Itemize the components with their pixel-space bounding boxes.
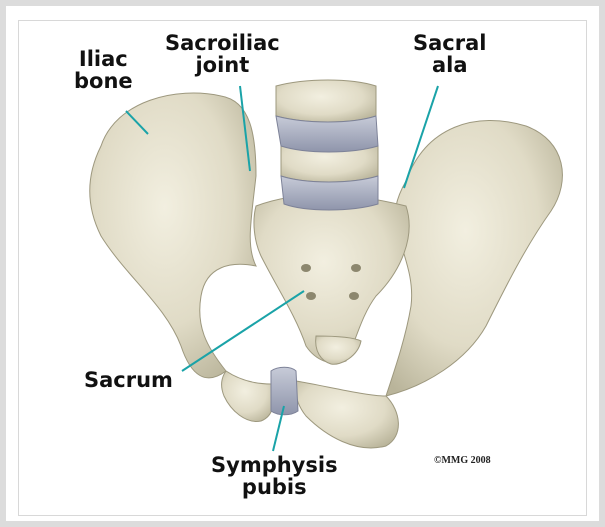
label-sacral-ala-line1: Sacral [413, 32, 486, 54]
label-sacroiliac-joint-line1: Sacroiliac [165, 32, 280, 54]
label-symphysis-pubis: Symphysis pubis [211, 454, 338, 498]
lumbar-vertebra-upper [276, 80, 376, 122]
left-iliac-bone [90, 93, 256, 378]
label-sacral-ala: Sacral ala [413, 32, 486, 76]
label-iliac-bone-line1: Iliac [74, 48, 133, 70]
label-sacrum: Sacrum [84, 369, 173, 391]
left-pubic-ramus [222, 371, 274, 421]
label-iliac-bone: Iliac bone [74, 48, 133, 92]
label-iliac-bone-line2: bone [74, 70, 133, 92]
label-sacroiliac-joint-line2: joint [165, 54, 280, 76]
copyright-notice: ©MMG 2008 [434, 455, 491, 466]
label-sacroiliac-joint: Sacroiliac joint [165, 32, 280, 76]
label-symphysis-pubis-line2: pubis [211, 476, 338, 498]
label-symphysis-pubis-line1: Symphysis [211, 454, 338, 476]
right-pubic-ramus [295, 381, 398, 448]
label-sacral-ala-line2: ala [413, 54, 486, 76]
